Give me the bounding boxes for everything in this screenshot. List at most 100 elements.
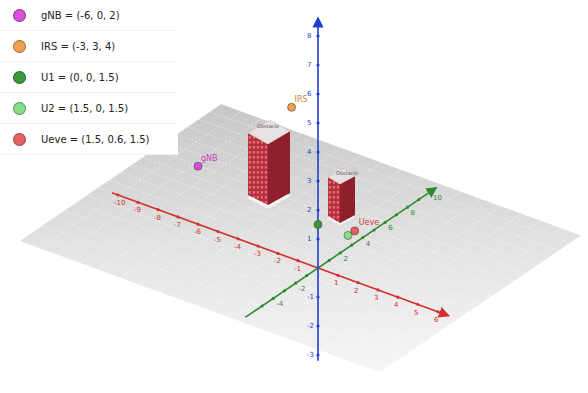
axis-number: -3: [254, 251, 261, 258]
axis-tick: [296, 259, 299, 262]
axis-number: -8: [154, 215, 161, 222]
axis-tick: [361, 236, 364, 239]
points: [194, 103, 359, 239]
axis-number: 2: [343, 256, 347, 263]
axis-tick: [316, 179, 319, 182]
axis-number: -3: [307, 352, 314, 359]
axis-tick: [316, 324, 319, 327]
grid-line: [109, 180, 469, 311]
axis-tick: [316, 63, 319, 66]
legend-swatch: [13, 9, 26, 22]
grid-line: [132, 165, 492, 296]
axis-tick: [336, 274, 339, 277]
ground-plane: [20, 104, 582, 372]
grid-line: [31, 233, 391, 364]
legend-row: IRS = (-3, 3, 4): [0, 31, 178, 62]
grid-line: [20, 241, 380, 372]
axis-tick: [316, 150, 319, 153]
grid-line: [320, 214, 522, 351]
axis-number: -5: [214, 237, 221, 244]
axis-tick: [428, 190, 431, 193]
legend-swatch: [13, 133, 26, 146]
axis-number: -2: [307, 323, 314, 330]
axis-number: 3: [374, 295, 378, 302]
axis-tick: [328, 259, 331, 262]
legend-row: Ueve = (1.5, 0.6, 1.5): [0, 124, 178, 155]
axis-tick: [316, 92, 319, 95]
axis-tick: [316, 208, 319, 211]
grid-line: [210, 112, 570, 243]
obstacle-building: [246, 120, 291, 209]
grid-line: [76, 203, 436, 334]
legend-panel: gNB = (-6, 0, 2)IRS = (-3, 3, 4) U1 = (0,…: [0, 0, 178, 155]
axis-tick: [136, 201, 139, 204]
axis-tick: [276, 252, 279, 255]
axis-tick: [256, 245, 259, 248]
axis-tick: [294, 282, 297, 285]
legend-text: U2 = (1.5, 0, 1.5): [41, 103, 128, 114]
z-axis: [317, 19, 319, 361]
axis-number: 10: [433, 195, 442, 202]
axis-number: -1: [294, 266, 301, 273]
axis-number: 1: [334, 280, 338, 287]
axis-number: 5: [414, 310, 418, 317]
axis-tick: [236, 237, 239, 240]
axis-tick: [339, 251, 342, 254]
axis-number: 8: [307, 33, 311, 40]
grid-line: [380, 236, 582, 373]
grid-line: [165, 142, 525, 273]
point: [351, 227, 359, 235]
axis-number: -4: [234, 244, 241, 251]
axis-number: 4: [307, 149, 311, 156]
legend-text: U1 = (0, 0, 1.5): [41, 72, 119, 83]
axis-tick: [417, 198, 420, 201]
obstacle-building: [326, 169, 356, 226]
axis-tick: [316, 295, 319, 298]
legend-swatch: [13, 102, 26, 115]
grid-line: [221, 104, 581, 235]
axis-tick: [356, 281, 359, 284]
axis-tick: [305, 274, 308, 277]
axis-number: 5: [307, 120, 311, 127]
axis-number: -4: [276, 301, 283, 308]
axis-tick: [350, 244, 353, 247]
grid-line: [98, 188, 458, 319]
axis-tick: [176, 215, 179, 218]
grid-line: [120, 173, 480, 304]
axis-number: 4: [366, 241, 370, 248]
axis-number: -2: [299, 286, 306, 293]
axis-tick: [216, 230, 219, 233]
grid-line: [188, 127, 548, 258]
axis-number: 3: [307, 178, 311, 185]
grid-line: [87, 195, 447, 326]
grid-line: [42, 226, 402, 357]
point: [314, 221, 322, 229]
axis-tick: [406, 206, 409, 209]
grid-line: [154, 150, 514, 281]
axis-tick: [316, 353, 319, 356]
grid-line: [120, 141, 322, 278]
axis-tick: [372, 228, 375, 231]
axis-tick: [396, 296, 399, 299]
axis-tick: [316, 237, 319, 240]
grid-line: [176, 135, 536, 266]
legend-text: Ueve = (1.5, 0.6, 1.5): [41, 134, 150, 145]
axis-tick: [272, 297, 275, 300]
building-label: Obstacle: [336, 171, 358, 176]
axis-number: -6: [194, 229, 201, 236]
point: [194, 162, 202, 170]
axis-number: -7: [174, 222, 181, 229]
axis-tick: [196, 223, 199, 226]
axis-number: 4: [394, 302, 398, 309]
point: [288, 103, 296, 111]
x-axis: [112, 193, 448, 316]
axis-tick: [316, 34, 319, 37]
point-label: gNB: [201, 155, 218, 163]
legend-row: U2 = (1.5, 0, 1.5): [0, 93, 178, 124]
axis-tick: [416, 303, 419, 306]
axis-number: 2: [307, 207, 311, 214]
axis-number: 8: [411, 210, 415, 217]
axis-number: -9: [134, 207, 141, 214]
axis-tick: [384, 221, 387, 224]
legend-row: gNB = (-6, 0, 2): [0, 0, 178, 31]
